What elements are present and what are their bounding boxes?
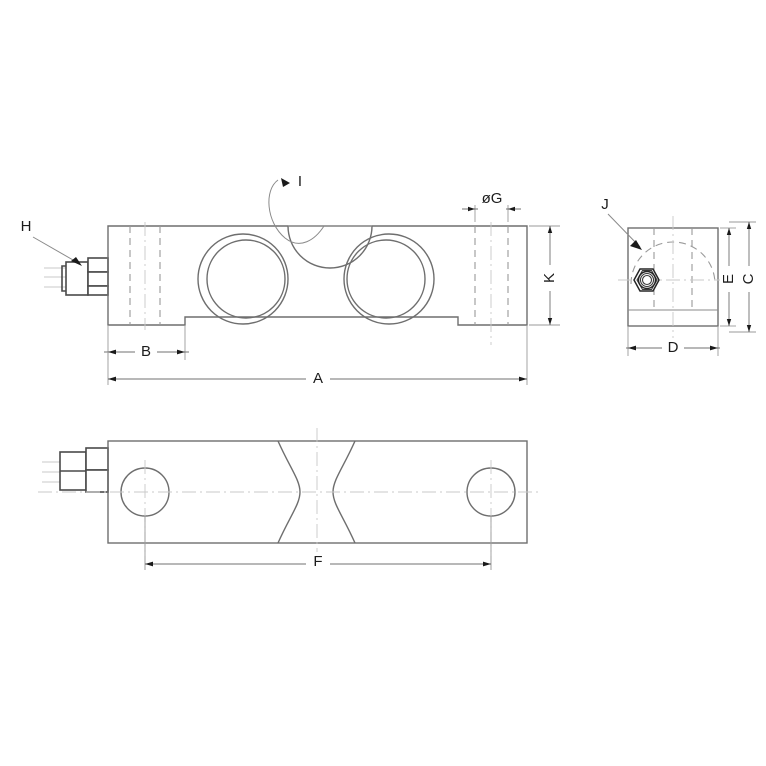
leader-i: I xyxy=(268,173,325,244)
leader-h: H xyxy=(21,218,82,266)
dimension-g: øG xyxy=(462,190,521,222)
dimension-label-g: øG xyxy=(482,190,503,207)
dimension-label-k: K xyxy=(541,273,558,283)
annotation-label-j: J xyxy=(601,196,609,213)
dimension-label-c: C xyxy=(740,273,757,284)
annotation-label-i: I xyxy=(298,173,302,190)
top-radius-notch xyxy=(287,225,373,269)
dimension-a: A xyxy=(107,325,528,388)
cable-tails-plan xyxy=(42,461,62,483)
annotation-label-h: H xyxy=(21,218,32,235)
leader-j: J xyxy=(601,196,642,250)
dimension-f: F xyxy=(144,516,492,572)
dimension-d: D xyxy=(626,326,720,358)
cable-gland-side xyxy=(61,257,109,296)
hex-nut-end xyxy=(633,268,660,292)
plan-view: F xyxy=(38,428,540,572)
dimension-label-f: F xyxy=(313,553,322,570)
end-elevation-view: E C D xyxy=(601,196,758,358)
dimension-label-b: B xyxy=(141,343,151,360)
dimension-b: B xyxy=(104,325,189,362)
bore-left-side xyxy=(197,233,289,325)
cable-gland-plan xyxy=(59,447,109,493)
hidden-thread-right xyxy=(474,222,509,345)
side-elevation-view: øG K B xyxy=(21,173,560,388)
dimension-k: K xyxy=(529,225,560,326)
bore-right-side xyxy=(343,233,435,325)
waist-profile-left xyxy=(277,440,301,544)
load-cell-body-side xyxy=(107,225,528,326)
hidden-thread-left xyxy=(129,222,161,330)
dimension-c: C xyxy=(729,221,758,333)
dimension-label-e: E xyxy=(720,274,737,284)
dimension-label-a: A xyxy=(313,370,323,387)
dimension-e: E xyxy=(720,227,738,327)
dimension-label-d: D xyxy=(668,339,679,356)
